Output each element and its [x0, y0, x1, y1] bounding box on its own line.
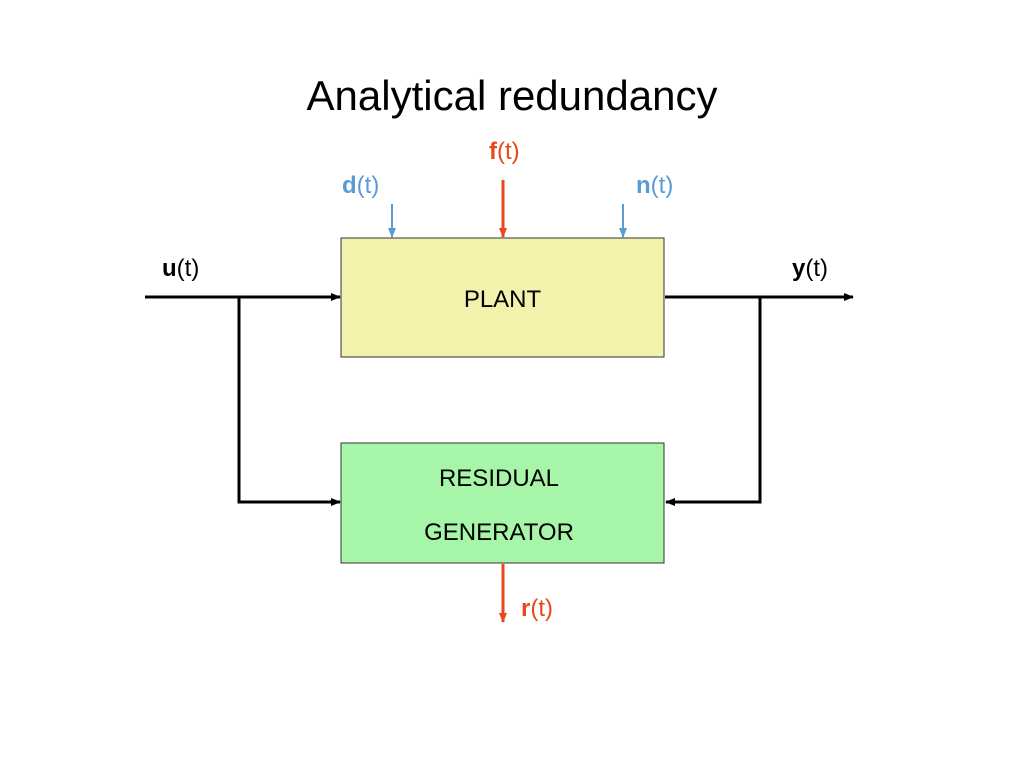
fault-signal-arg: (t)	[497, 138, 520, 165]
residual-signal-arg: (t)	[530, 595, 553, 622]
input-signal-arg: (t)	[176, 255, 200, 282]
fault-signal-label: f(t)	[489, 138, 520, 166]
residual-generator-label-line1: RESIDUAL	[438, 465, 560, 492]
noise-signal-symbol: n	[636, 172, 651, 199]
disturbance-signal-symbol: d	[342, 172, 357, 199]
noise-signal-label: n(t)	[636, 172, 673, 200]
input-signal-symbol: u	[162, 255, 177, 282]
plant-label: PLANT	[463, 286, 542, 313]
output-branch-line	[665, 297, 762, 506]
output-signal-symbol: y	[792, 255, 806, 282]
residual-signal-label: r(t)	[521, 595, 553, 623]
noise-signal-arg: (t)	[650, 172, 674, 199]
slide-title: Analytical redundancy	[306, 72, 718, 119]
plant-block	[340, 237, 665, 358]
input-signal-label: u(t)	[162, 255, 199, 283]
residual-generator-label-line2: GENERATOR	[424, 519, 574, 546]
residual-generator-block	[340, 442, 665, 564]
output-signal-arg: (t)	[805, 255, 829, 282]
disturbance-signal-arg: (t)	[356, 172, 380, 199]
input-branch-line	[237, 297, 341, 506]
fault-signal-symbol: f	[489, 138, 497, 165]
residual-signal-symbol: r	[521, 595, 531, 622]
disturbance-signal-label: d(t)	[342, 172, 379, 200]
output-signal-label: y(t)	[792, 255, 828, 283]
